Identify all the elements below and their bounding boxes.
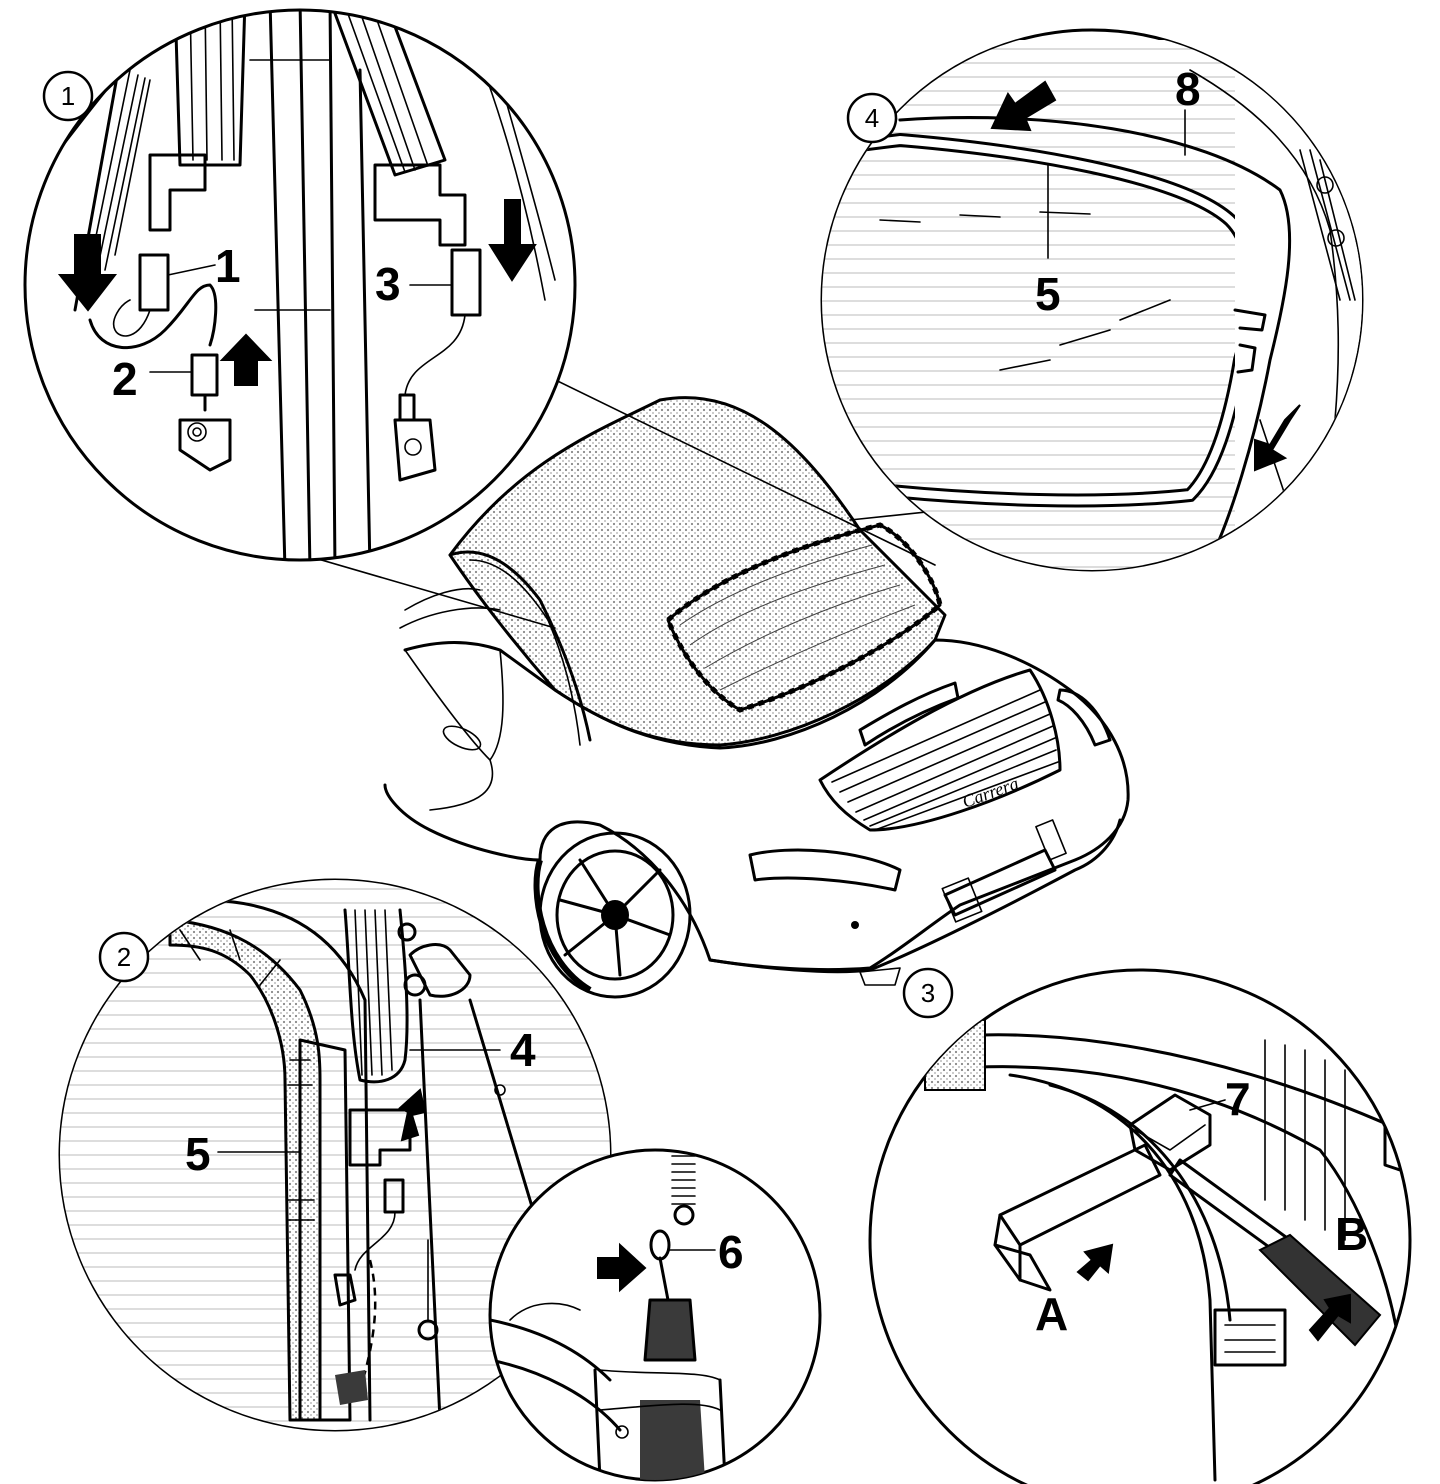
svg-text:2: 2 <box>117 942 131 972</box>
arrow-B <box>1308 1293 1351 1342</box>
rear-wheel <box>533 831 692 999</box>
callout-3: 3 <box>375 258 401 310</box>
svg-text:1: 1 <box>61 81 75 111</box>
callout-5-detail-2: 5 <box>185 1128 211 1180</box>
detail-badge-2: 2 <box>98 931 150 983</box>
strap-right <box>328 10 447 177</box>
arrow-down-left <box>1254 404 1301 472</box>
detail-badge-1: 1 <box>42 70 94 122</box>
callout-6: 6 <box>718 1226 744 1278</box>
callout-7: 7 <box>1225 1073 1251 1125</box>
arrow-down-right <box>488 199 537 282</box>
strap-left <box>173 10 247 167</box>
callout-1: 1 <box>215 240 241 292</box>
arrow-up-right <box>398 1088 427 1142</box>
callout-8: 8 <box>1175 63 1201 115</box>
engine-grille <box>831 689 1059 831</box>
callout-B: B <box>1335 1208 1368 1260</box>
callout-5-detail-4: 5 <box>1035 268 1061 320</box>
callout-A: A <box>1035 1288 1068 1340</box>
car-rear-view: Carrera <box>383 396 1130 999</box>
arrow-right <box>597 1242 647 1293</box>
svg-text:3: 3 <box>921 978 935 1008</box>
callout-4: 4 <box>510 1024 536 1076</box>
detail-4: 8 5 <box>820 28 1364 572</box>
detail-badge-4: 4 <box>846 92 898 144</box>
callout-2: 2 <box>112 353 138 405</box>
arrow-A <box>1076 1243 1114 1282</box>
arrow-up <box>219 333 273 386</box>
detail-1: 1 2 3 <box>23 8 577 562</box>
detail-3: 7 A B <box>868 968 1412 1484</box>
arrow-down-left <box>57 234 118 312</box>
detail-6-inset: 6 <box>488 1148 822 1482</box>
svg-text:4: 4 <box>865 103 879 133</box>
detail-badge-3: 3 <box>902 967 954 1019</box>
arrow-left <box>990 80 1057 132</box>
carrera-badge: Carrera <box>960 773 1022 812</box>
